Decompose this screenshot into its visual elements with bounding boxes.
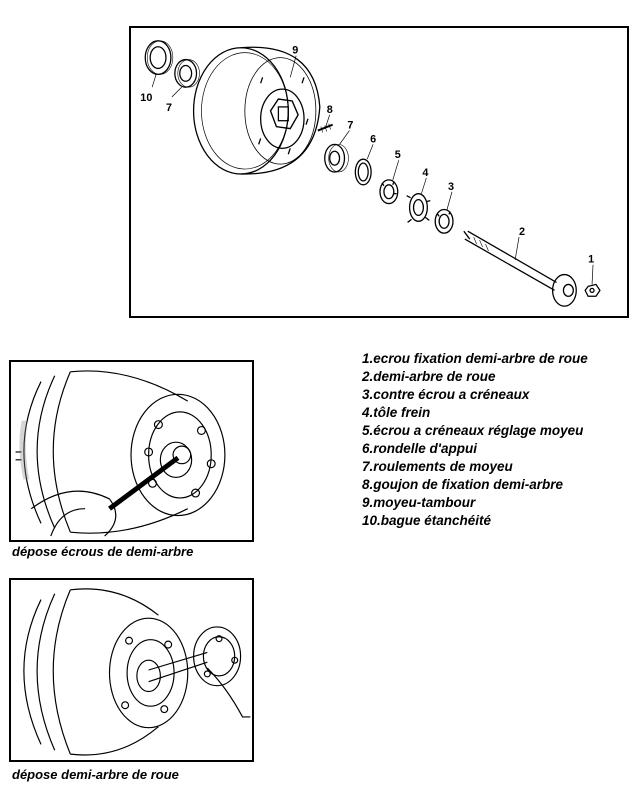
legend-item-4: 4.tôle frein [362, 405, 431, 420]
callout-7-right: 7 [347, 120, 353, 132]
callout-6: 6 [370, 133, 376, 145]
lock-nut-part [434, 208, 454, 234]
callout-numbers: 1 2 3 4 5 6 7 8 9 10 7 [140, 45, 594, 266]
callout-7-left: 7 [166, 102, 172, 114]
legend-item-1: 1.ecrou fixation demi-arbre de roue [362, 351, 588, 366]
bearing-left-part [174, 58, 200, 88]
illustration-axle-removal [23, 588, 251, 756]
bearing-right-part [324, 143, 349, 173]
exploded-view-diagram: 1 2 3 4 5 6 7 8 9 10 7 [129, 26, 629, 318]
axle-shaft-part [463, 230, 577, 307]
hub-drum-part [192, 46, 321, 175]
drum-shading [19, 420, 30, 480]
stud-part [317, 123, 334, 133]
legend-item-2: 2.demi-arbre de roue [362, 369, 496, 384]
legend-item-5: 5.écrou a créneaux réglage moyeu [362, 423, 584, 438]
parts-legend: 1.ecrou fixation demi-arbre de roue 2.de… [362, 350, 588, 530]
legend-item-8: 8.goujon de fixation demi-arbre [362, 477, 564, 492]
legend-item-6: 6.rondelle d'appui [362, 441, 477, 456]
callout-8: 8 [327, 104, 333, 116]
legend-item-7: 7.roulements de moyeu [362, 459, 513, 474]
legend-item-9: 9.moyeu-tambour [362, 495, 476, 510]
photo-remove-axle-nuts [9, 360, 254, 542]
photo-remove-axle-shaft [9, 578, 254, 762]
washer-part [354, 158, 372, 186]
illustration-wrench-on-hub [15, 370, 226, 537]
castle-nut-part [379, 179, 399, 205]
callout-3: 3 [448, 181, 454, 193]
leader-lines [151, 55, 594, 285]
callout-4: 4 [422, 167, 428, 179]
callout-10: 10 [140, 92, 152, 104]
callout-1: 1 [588, 254, 594, 266]
lock-plate-part [406, 193, 431, 223]
legend-item-10: 10.bague étanchéité [362, 513, 492, 528]
photo-caption-remove-axle-shaft: dépose demi-arbre de roue [12, 767, 179, 782]
callout-5: 5 [395, 149, 401, 161]
photo-caption-remove-axle-nuts: dépose écrous de demi-arbre [12, 544, 194, 559]
exploded-view-drawing: 1 2 3 4 5 6 7 8 9 10 7 [140, 40, 601, 307]
legend-item-3: 3.contre écrou a créneaux [362, 387, 530, 402]
callout-2: 2 [519, 226, 525, 238]
axle-nut-part [584, 283, 601, 297]
seal-ring-part [144, 40, 174, 75]
callout-9: 9 [292, 45, 298, 57]
